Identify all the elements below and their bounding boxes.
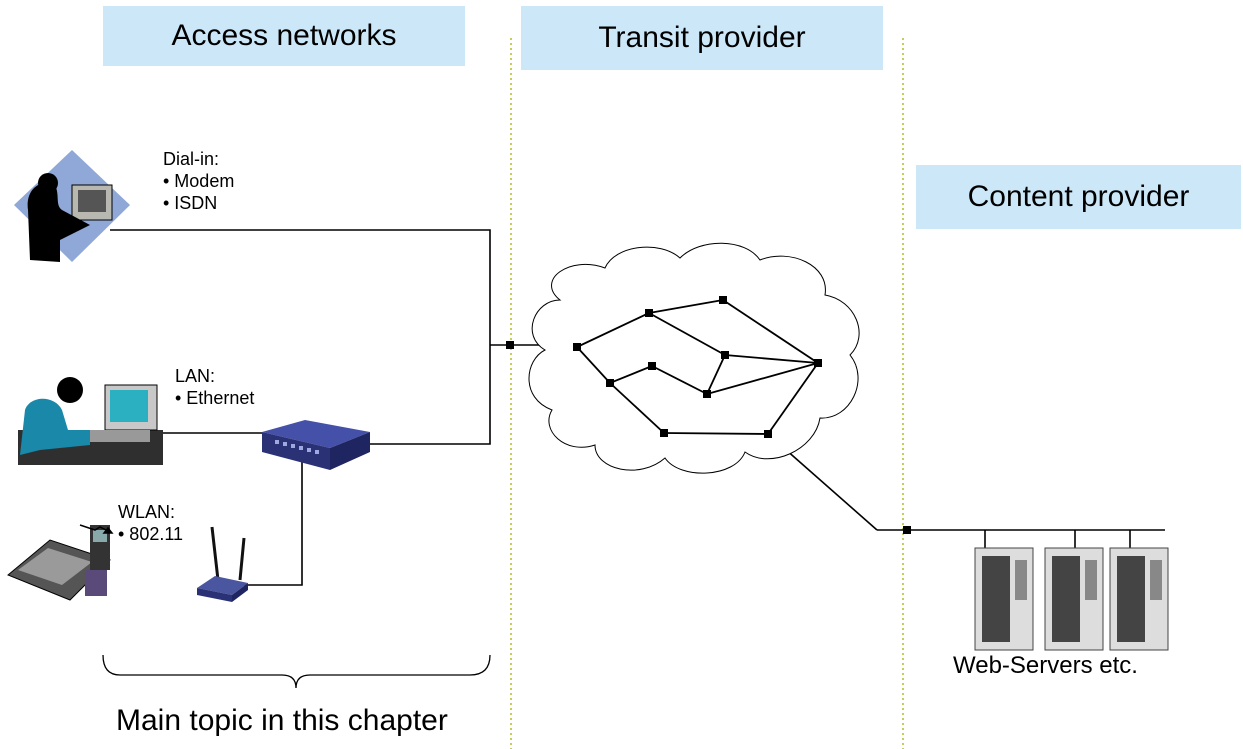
transit-network-edges: [576, 299, 819, 435]
dialin-item-modem: • Modem: [163, 171, 235, 191]
wireless-signal-icon: [79, 524, 114, 534]
curly-brace: [102, 654, 491, 689]
web-server-icon: [1044, 547, 1104, 651]
dialin-title: Dial-in:: [163, 149, 220, 169]
web-server-icon: [1109, 547, 1169, 651]
content-gateway-node: [903, 526, 911, 534]
wlan-title: WLAN:: [118, 502, 176, 522]
wireless-router-icon: [197, 526, 248, 602]
internet-cloud-icon: [528, 242, 860, 474]
header-content-provider: Content provider: [916, 165, 1241, 229]
lan-user-icon: [18, 377, 163, 465]
ethernet-switch-icon: [262, 420, 370, 470]
header-transit-provider: Transit provider: [521, 6, 883, 70]
servers-label: Web-Servers etc.: [953, 652, 1138, 679]
wlan-item-80211: • 802.11: [118, 524, 184, 544]
web-server-icon: [974, 547, 1034, 651]
wlan-label: WLAN: • 802.11: [118, 501, 183, 545]
lan-label: LAN: • Ethernet: [175, 365, 254, 409]
lan-title: LAN:: [175, 366, 216, 386]
pda-phone-icon: [7, 525, 111, 601]
dialin-item-isdn: • ISDN: [163, 193, 218, 213]
transit-router-nodes: [573, 296, 822, 438]
header-access-networks: Access networks: [103, 6, 465, 66]
dialin-user-icon: [14, 150, 130, 262]
brace-label: Main topic in this chapter: [116, 704, 448, 737]
dialin-label: Dial-in: • Modem • ISDN: [163, 148, 234, 214]
lan-item-ethernet: • Ethernet: [175, 388, 255, 408]
access-gateway-node: [506, 341, 514, 349]
